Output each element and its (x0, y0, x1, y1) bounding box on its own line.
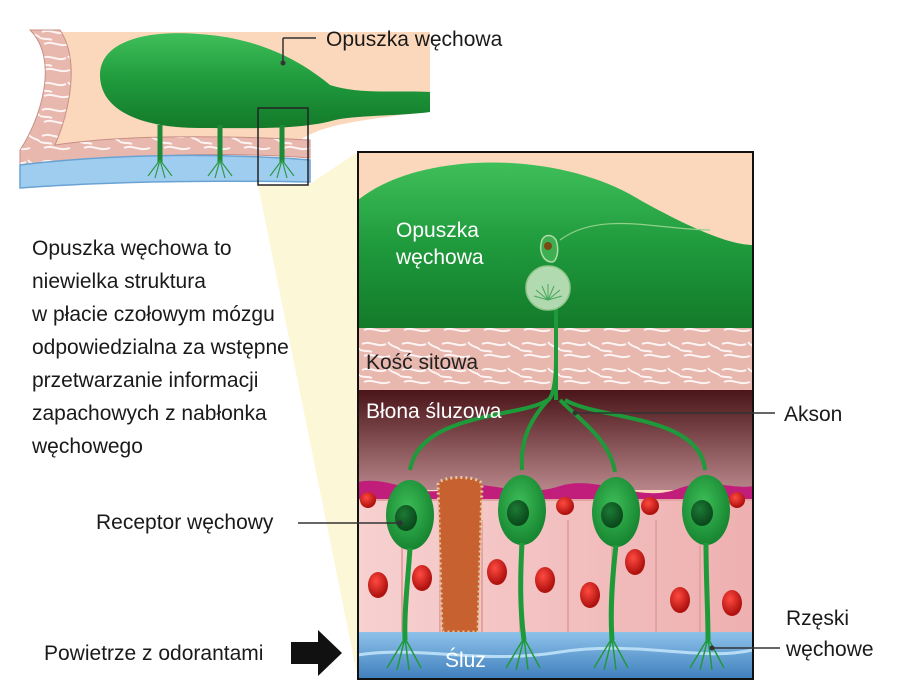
label-air: Powietrze z odorantami (44, 642, 264, 665)
overview-illustration (19, 29, 430, 189)
air-arrow-icon (291, 630, 342, 676)
label-membrane: Błona śluzowa (366, 400, 502, 423)
axons (408, 305, 707, 473)
bowman-gland (436, 476, 484, 634)
receptor-cell (592, 477, 640, 671)
label-cilia: Rzęski węchowe (786, 607, 874, 661)
mucus-layer (358, 632, 753, 679)
receptor-cell (498, 475, 546, 671)
label-receptor: Receptor węchowy (96, 511, 274, 534)
description-text: Opuszka węchowa to niewielka struktura w… (32, 237, 289, 458)
receptor-cells (386, 475, 730, 671)
zoom-box (257, 107, 309, 186)
label-bulb-top: Opuszka węchowa (326, 28, 503, 51)
zoom-projection (258, 152, 358, 679)
olfactory-bulb-overview (100, 33, 430, 129)
label-mucus: Śluz (445, 649, 486, 672)
label-bulb-inner: Opuszka węchowa (396, 219, 484, 269)
label-axon: Akson (784, 403, 843, 426)
label-bone: Kość sitowa (366, 351, 479, 374)
receptor-cell (682, 475, 730, 671)
detail-panel (358, 152, 753, 679)
